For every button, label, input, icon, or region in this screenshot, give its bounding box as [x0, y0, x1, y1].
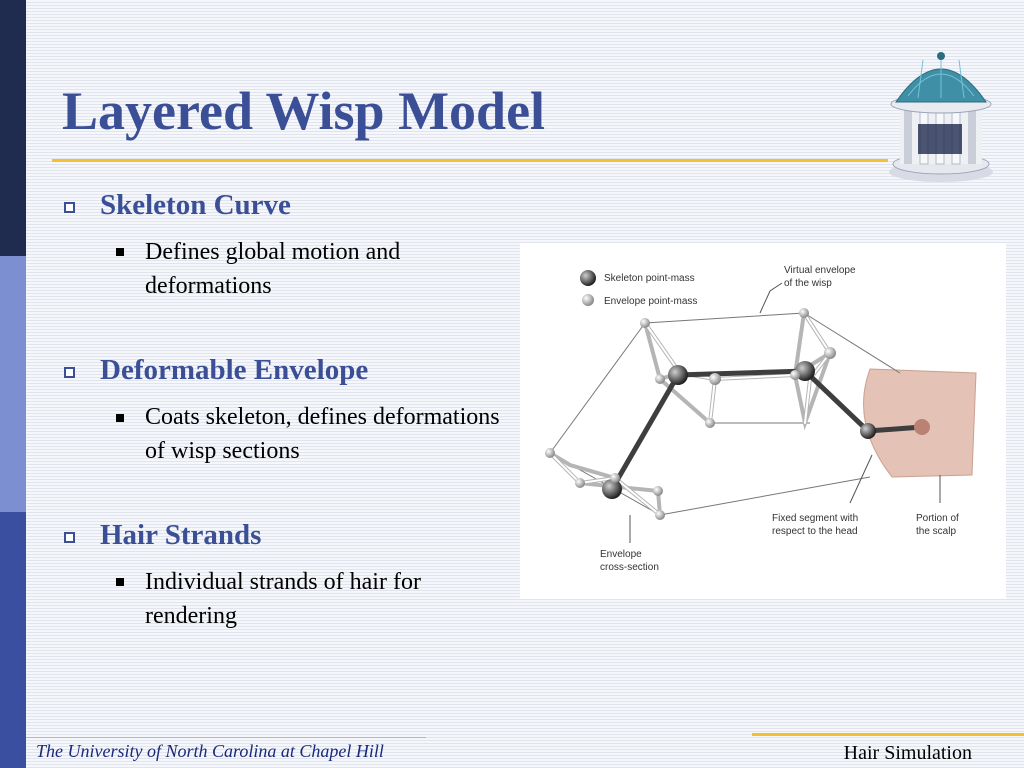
envelope-tubes	[548, 311, 833, 520]
footer-divider-right	[752, 733, 1024, 736]
footer-course: Hair Simulation	[843, 742, 972, 764]
sub-bullet-marker-icon	[116, 578, 124, 586]
slide-title: Layered Wisp Model	[62, 81, 546, 141]
sub-bullet-marker-icon	[116, 248, 124, 256]
footer-divider-left	[26, 737, 426, 738]
fixed-segment-label-2: respect to the head	[772, 526, 858, 537]
bullet-heading-deformable-envelope: Deformable Envelope	[100, 354, 369, 386]
skeleton-mass-icon	[860, 423, 876, 439]
legend-skeleton-label: Skeleton point-mass	[604, 273, 695, 284]
sidebar-band-top	[0, 0, 26, 256]
scalp-root-icon	[914, 419, 930, 435]
skeleton-mass-icon	[668, 365, 688, 385]
legend-skeleton-mass-icon	[580, 270, 596, 286]
bullet-marker-icon	[64, 367, 75, 378]
fixed-segment-label-1: Fixed segment with	[772, 513, 858, 524]
bullet-marker-icon	[64, 202, 75, 213]
bullet-detail-skeleton-curve: Defines global motion and deformations	[145, 239, 401, 299]
scalp-label-2: the scalp	[916, 526, 956, 537]
old-well-logo-icon	[889, 52, 993, 182]
skeleton-mass-icon	[602, 479, 622, 499]
cross-section-label-2: cross-section	[600, 562, 659, 573]
scalp-label-1: Portion of	[916, 513, 959, 524]
virtual-envelope-label-1: Virtual envelope	[784, 265, 856, 276]
title-underline	[52, 159, 888, 162]
wisp-model-figure: Skeleton point-mass Envelope point-mass	[520, 243, 1006, 599]
legend-envelope-label: Envelope point-mass	[604, 296, 697, 307]
sidebar-band-bottom	[0, 512, 26, 768]
legend-envelope-mass-icon	[582, 294, 594, 306]
bullet-detail-deformable-envelope: Coats skeleton, defines deformations of …	[145, 404, 500, 464]
skeleton-mass-icon	[795, 361, 815, 381]
bullet-detail-hair-strands: Individual strands of hair for rendering	[145, 569, 421, 629]
cross-section-label-1: Envelope	[600, 549, 642, 560]
bullet-heading-hair-strands: Hair Strands	[100, 519, 262, 551]
bullet-marker-icon	[64, 532, 75, 543]
envelope-masses	[545, 308, 836, 520]
bullet-heading-skeleton-curve: Skeleton Curve	[100, 189, 291, 221]
footer-institution: The University of North Carolina at Chap…	[36, 741, 384, 761]
sub-bullet-marker-icon	[116, 414, 124, 422]
virtual-envelope-label-2: of the wisp	[784, 278, 832, 289]
sidebar-band-middle	[0, 256, 26, 512]
